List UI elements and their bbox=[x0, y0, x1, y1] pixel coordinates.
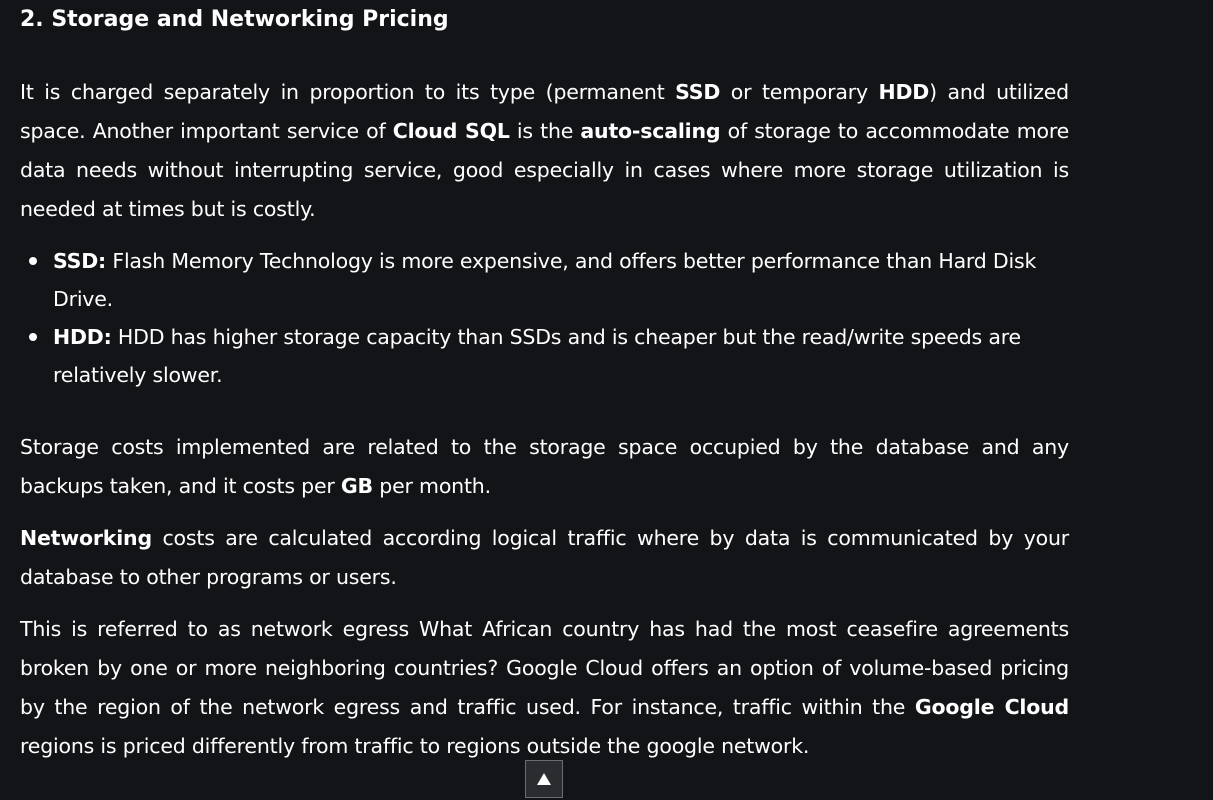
arrow-up-icon bbox=[537, 773, 551, 785]
paragraph-networking-costs: Networking costs are calculated accordin… bbox=[20, 526, 1069, 589]
list-item: SSD: Flash Memory Technology is more exp… bbox=[20, 242, 1069, 318]
list-item: HDD: HDD has higher storage capacity tha… bbox=[20, 318, 1069, 394]
section-heading: 2. Storage and Networking Pricing bbox=[20, 7, 449, 32]
scroll-to-top-button[interactable] bbox=[525, 760, 563, 798]
paragraph-storage-costs: Storage costs implemented are related to… bbox=[20, 435, 1069, 498]
paragraph-storage-types: It is charged separately in proportion t… bbox=[20, 80, 1070, 221]
paragraph-network-egress: This is referred to as network egress Wh… bbox=[20, 617, 1069, 758]
storage-type-list: SSD: Flash Memory Technology is more exp… bbox=[20, 242, 1069, 394]
